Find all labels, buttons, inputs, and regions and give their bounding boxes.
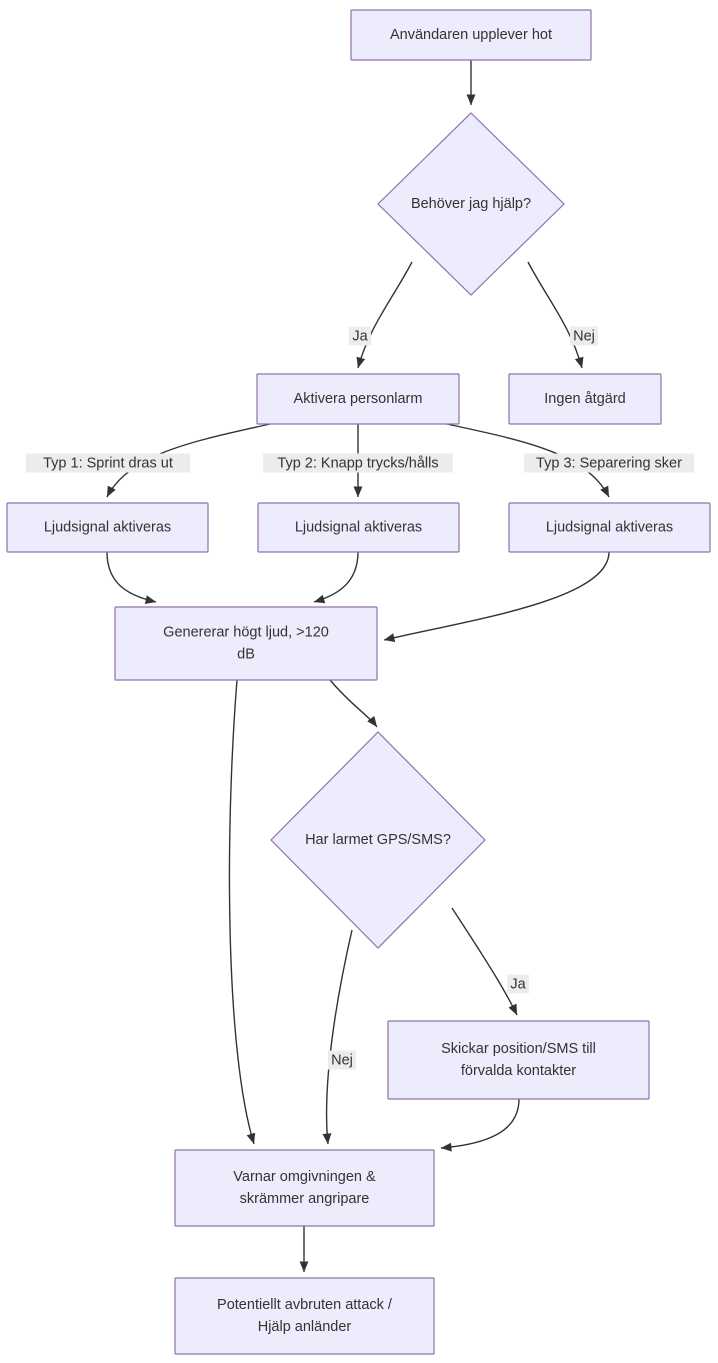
edge-n9-to-n11 — [322, 929, 353, 1145]
edge-label-text: Ja — [510, 976, 526, 992]
edges-layer — [106, 60, 610, 1273]
node-label: Ljudsignal aktiveras — [295, 519, 422, 535]
edge-label-nej: Nej — [570, 326, 598, 346]
process-shape — [256, 373, 460, 425]
decision-shape — [270, 731, 486, 949]
node-ingen-atgard[interactable]: Ingen åtgärd — [508, 373, 662, 425]
node-label: förvalda kontakter — [461, 1063, 576, 1079]
node-behover-jag-hjalp[interactable]: Behöver jag hjälp? — [377, 112, 565, 296]
node-label: Skickar position/SMS till — [441, 1041, 596, 1057]
edge-label-text: Nej — [573, 328, 595, 344]
node-label: Aktivera personlarm — [294, 391, 423, 407]
node-ljudsignal-aktiveras[interactable]: Ljudsignal aktiveras — [257, 502, 460, 553]
edge-label-nej: Nej — [328, 1050, 356, 1070]
edge-label-text: Ja — [352, 328, 368, 344]
node-ljudsignal-aktiveras[interactable]: Ljudsignal aktiveras — [6, 502, 209, 553]
process-shape — [174, 1149, 435, 1227]
edge-n10-to-n11 — [440, 1098, 520, 1152]
process-shape — [114, 606, 378, 681]
node-label: Ingen åtgärd — [544, 391, 625, 407]
node-label: Genererar högt ljud, >120 — [163, 624, 329, 640]
decision-shape — [377, 112, 565, 296]
edge-label-background — [263, 453, 453, 473]
edge-label-background — [524, 453, 694, 473]
process-shape — [508, 373, 662, 425]
edge-n8-to-n11 — [228, 679, 256, 1145]
node-har-larmet-gps-sms[interactable]: Har larmet GPS/SMS? — [270, 731, 486, 949]
edge-label-background — [328, 1050, 356, 1070]
process-shape — [387, 1020, 650, 1100]
edge-label-text: Typ 2: Knapp trycks/hålls — [277, 455, 438, 471]
node-aktivera-personlarm[interactable]: Aktivera personlarm — [256, 373, 460, 425]
edge-label-background — [349, 326, 371, 346]
edge-n3-to-n5 — [106, 423, 271, 498]
process-shape — [257, 502, 460, 553]
node-label: Ljudsignal aktiveras — [44, 519, 171, 535]
edge-n3-to-n7 — [446, 423, 610, 498]
node-label: Potentiellt avbruten attack / — [217, 1297, 393, 1313]
process-shape — [350, 9, 592, 61]
node-skickar-position-sms-till[interactable]: Skickar position/SMS till förvalda kontak… — [387, 1020, 650, 1100]
process-shape — [6, 502, 209, 553]
edge-label-text: Typ 1: Sprint dras ut — [43, 455, 173, 471]
node-anvandaren-upplever-hot[interactable]: Användaren upplever hot — [350, 9, 592, 61]
node-label: skrämmer angripare — [240, 1191, 370, 1207]
edge-n2-to-n4 — [527, 261, 584, 369]
node-label: Användaren upplever hot — [390, 27, 552, 43]
edge-n5-to-n8 — [106, 551, 157, 605]
edge-n7-to-n8 — [383, 551, 610, 642]
node-varnar-omgivningen[interactable]: Varnar omgivningen & skrämmer angripare — [174, 1149, 435, 1227]
process-shape — [174, 1277, 435, 1355]
node-label: Har larmet GPS/SMS? — [305, 832, 451, 848]
node-label: dB — [237, 646, 255, 662]
edge-label-background — [570, 326, 598, 346]
edge-label-text: Typ 3: Separering sker — [536, 455, 682, 471]
edge-n8-to-n9 — [329, 679, 378, 728]
node-ljudsignal-aktiveras[interactable]: Ljudsignal aktiveras — [508, 502, 711, 553]
node-potentiellt-avbruten-attack[interactable]: Potentiellt avbruten attack / Hjälp anlän… — [174, 1277, 435, 1355]
node-label: Behöver jag hjälp? — [411, 196, 531, 212]
edge-label-typ-2-knapp-trycks-halls: Typ 2: Knapp trycks/hålls — [263, 453, 453, 473]
edge-n9-to-n10 — [451, 907, 518, 1016]
node-genererar-hogt-ljud-120[interactable]: Genererar högt ljud, >120 dB — [114, 606, 378, 681]
edge-label-typ-3-separering-sker: Typ 3: Separering sker — [524, 453, 694, 473]
process-shape — [508, 502, 711, 553]
node-label: Hjälp anländer — [258, 1319, 352, 1335]
edge-n6-to-n8 — [313, 551, 359, 604]
node-label: Varnar omgivningen & — [233, 1169, 376, 1185]
edge-label-typ-1-sprint-dras-ut: Typ 1: Sprint dras ut — [26, 453, 190, 473]
edge-label-background — [507, 974, 529, 994]
edge-label-background — [26, 453, 190, 473]
edge-label-ja: Ja — [349, 326, 371, 346]
edge-n2-to-n3 — [356, 261, 413, 369]
node-label: Ljudsignal aktiveras — [546, 519, 673, 535]
edge-label-ja: Ja — [507, 974, 529, 994]
edge-label-text: Nej — [331, 1052, 353, 1068]
